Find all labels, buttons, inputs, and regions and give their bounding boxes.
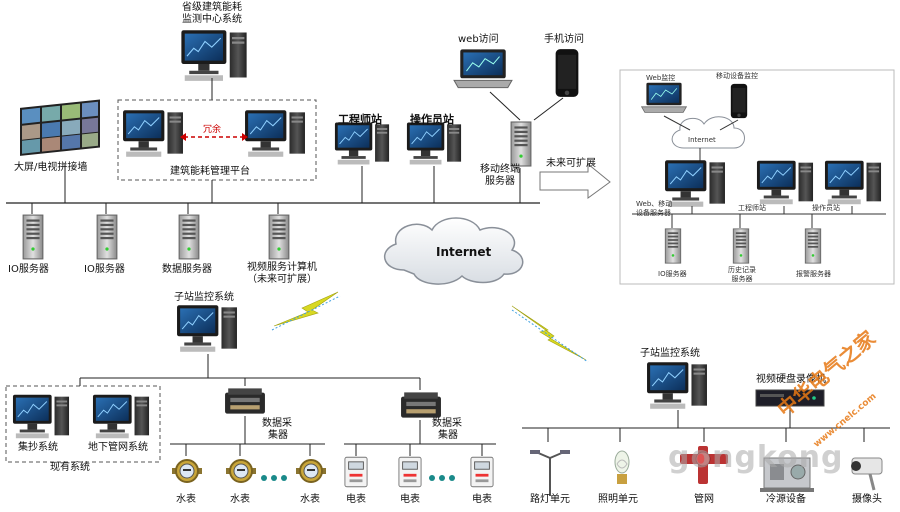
io-server-2-label: IO服务器 [84, 264, 125, 275]
water-meter-2-icon [226, 459, 256, 483]
electric-meter-1-label: 电表 [346, 494, 366, 505]
meter-reading-pc-icon [12, 394, 70, 439]
lighting-unit-label: 照明单元 [598, 494, 638, 505]
water-meter-3-label: 水表 [300, 494, 320, 505]
existing-systems-box [5, 385, 161, 463]
engineer-station-pc-icon [334, 121, 390, 165]
top-system-label: 省级建筑能耗监测中心系统 [182, 2, 242, 25]
water-meter-3-icon [296, 459, 326, 483]
street-lamp-icon [530, 450, 570, 496]
meter-reading-label: 集抄系统 [18, 442, 58, 453]
pipe-network-label: 管网 [694, 494, 714, 505]
video-wall-label: 大屏/电视拼接墙 [14, 162, 88, 173]
collector-1-label: 数据采集器 [262, 418, 292, 441]
water-meter-1-icon [172, 459, 202, 483]
operator-station-pc-icon [406, 121, 462, 165]
exp-operator-label: 操作员站 [812, 204, 840, 212]
electric-meter-2-icon [398, 456, 422, 488]
water-meter-2-label: 水表 [230, 494, 250, 505]
exp-engineer-pc-icon [756, 160, 814, 205]
engineer-station-label: 工程师站 [338, 113, 382, 126]
nvr-label: 视频硬盘录像机 [756, 374, 826, 385]
exp-mobile-phone-icon [730, 83, 748, 119]
exp-web-laptop-icon [641, 82, 687, 113]
electric-meter-3-label: 电表 [472, 494, 492, 505]
exp-alarm-server-label: 报警服务器 [796, 270, 831, 278]
exp-internet-cloud-icon [671, 116, 745, 149]
pipe-network-icon [680, 446, 728, 484]
platform-label: 建筑能耗管理平台 [170, 166, 250, 177]
exp-web-server-label: Web、移动设备服务器 [636, 200, 673, 217]
collector-1-icon [225, 388, 265, 414]
video-server-icon [268, 214, 290, 260]
substation-right-pc-icon [646, 361, 708, 410]
light-bulb-icon [614, 450, 630, 484]
future-expand-label: 未来可扩展 [546, 158, 596, 169]
watermark-brand: gongkong [668, 440, 844, 475]
electric-meter-2-label: 电表 [400, 494, 420, 505]
io-server-2-icon [96, 214, 118, 260]
wireless-link-left-icon [273, 291, 339, 327]
water-meter-1-label: 水表 [176, 494, 196, 505]
exp-alarm-server-icon [804, 228, 822, 264]
mobile-server-icon [510, 121, 532, 167]
platform-pc-left-icon [122, 109, 184, 158]
electric-meter-3-icon [470, 456, 494, 488]
future-expand-arrow [539, 162, 611, 199]
cooling-equipment-icon [760, 457, 814, 492]
street-lamp-label: 路灯单元 [530, 494, 570, 505]
exp-mobile-monitor-label: 移动设备监控 [716, 72, 758, 80]
exp-internet-label: Internet [688, 136, 716, 144]
mobile-server-label: 移动终端服务器 [480, 164, 520, 187]
exp-engineer-label: 工程师站 [738, 204, 766, 212]
provincial-center-pc-icon [180, 29, 248, 82]
substation-left-pc-icon [176, 304, 238, 353]
camera-label: 摄像头 [852, 494, 882, 505]
collector-2-label: 数据采集器 [432, 418, 462, 441]
exp-web-monitor-label: Web监控 [646, 74, 676, 82]
exp-web-server-pc-icon [664, 159, 726, 208]
camera-icon [851, 457, 883, 491]
exp-io-server-label: IO服务器 [658, 270, 687, 278]
collector-2-icon [401, 392, 441, 418]
exp-operator-pc-icon [824, 160, 882, 205]
mobile-access-label: 手机访问 [544, 34, 584, 45]
web-laptop-icon [453, 48, 513, 89]
platform-pc-right-icon [244, 109, 306, 158]
platform-dashed-box [117, 99, 317, 181]
electric-meter-1-icon [344, 456, 368, 488]
internet-label: Internet [436, 245, 492, 259]
data-server-label: 数据服务器 [162, 264, 212, 275]
io-server-1-icon [22, 214, 44, 260]
internet-cloud-icon [384, 217, 524, 285]
video-server-label: 视频服务计算机（未来可扩展） [247, 262, 317, 285]
exp-history-server-icon [732, 228, 750, 264]
pipe-network-system-label: 地下管网系统 [88, 442, 148, 453]
substation-right-label: 子站监控系统 [640, 348, 700, 359]
wireless-link-right-icon [511, 305, 587, 361]
cooling-equipment-label: 冷源设备 [766, 494, 806, 505]
video-wall-icon [20, 99, 100, 156]
io-server-1-label: IO服务器 [8, 264, 49, 275]
pipe-network-pc-icon [92, 394, 150, 439]
web-access-label: web访问 [458, 34, 499, 45]
substation-left-label: 子站监控系统 [174, 292, 234, 303]
exp-io-server-icon [664, 228, 682, 264]
data-server-icon [178, 214, 200, 260]
exp-history-server-label: 历史记录服务器 [728, 266, 756, 283]
operator-station-label: 操作员站 [410, 113, 454, 126]
existing-systems-label: 现有系统 [50, 462, 90, 473]
mobile-phone-icon [555, 49, 579, 97]
redundancy-label: 冗余 [203, 125, 222, 135]
